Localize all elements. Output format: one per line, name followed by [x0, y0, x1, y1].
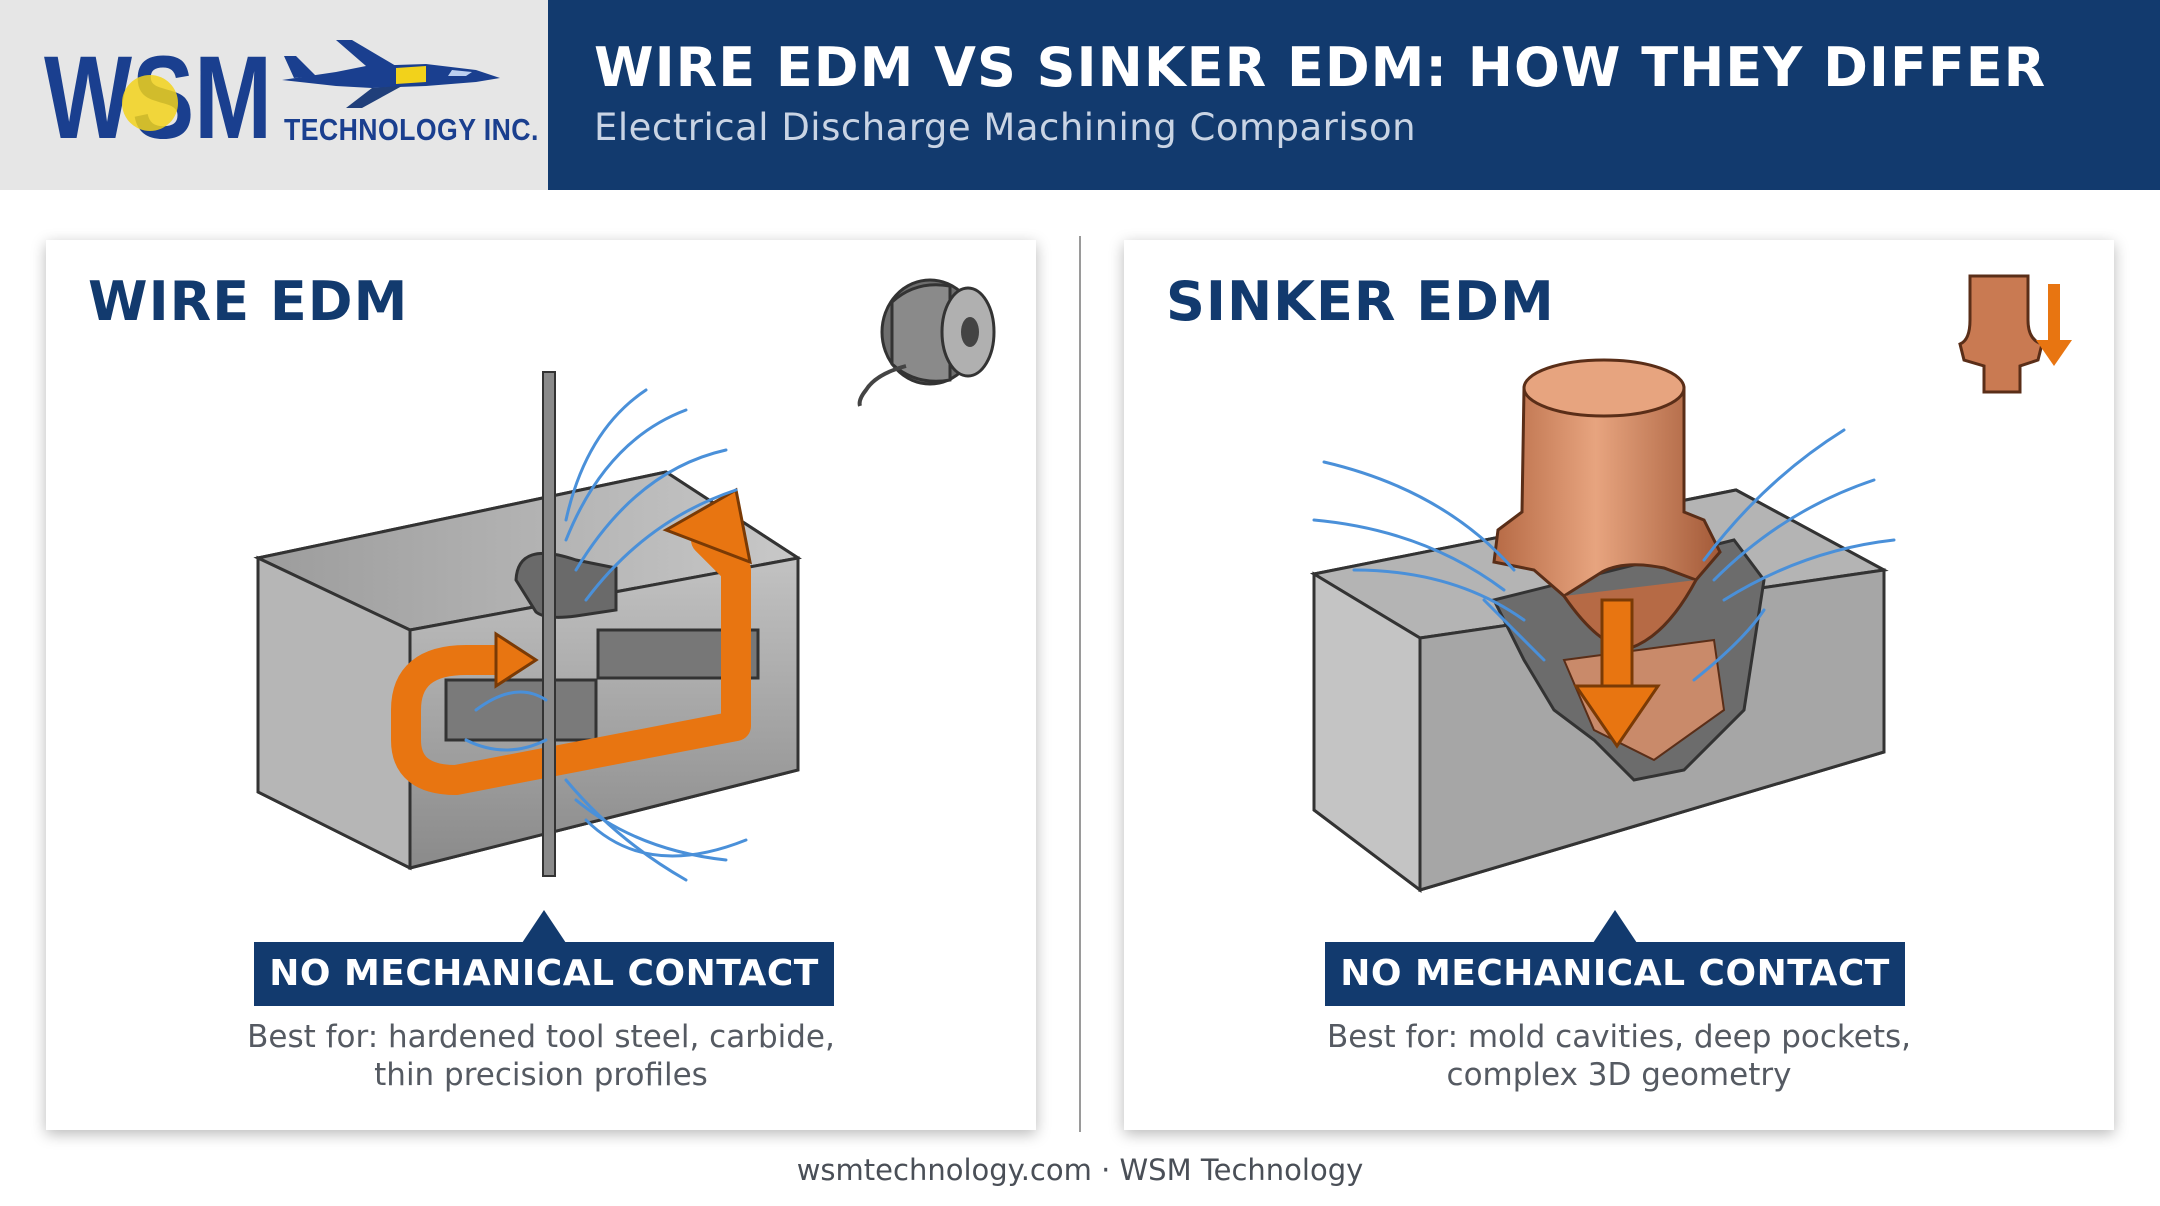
cut-path-arrowhead-top — [662, 487, 752, 565]
best-for-text: Best for: mold cavities, deep pockets, c… — [1124, 1018, 2114, 1094]
best-for-line-1: Best for: mold cavities, deep pockets, — [1326, 1019, 1911, 1055]
sinker-edm-illustration — [1309, 274, 2072, 894]
best-for-line-2: thin precision profiles — [374, 1057, 708, 1093]
wsm-logo-mark: WSM . — [44, 32, 272, 164]
sinker-edm-panel: SINKER EDM — [1124, 240, 2114, 1130]
wire-edm-illustration — [253, 278, 996, 882]
electrode-down-arrow-icon — [1958, 274, 2072, 394]
panel-title: WIRE EDM — [88, 270, 409, 333]
best-for-line-2: complex 3D geometry — [1446, 1057, 1792, 1093]
best-for-line-1: Best for: hardened tool steel, carbide, — [247, 1019, 835, 1055]
dielectric-fluid-spray — [1312, 428, 1896, 682]
copper-electrode — [1492, 358, 1722, 652]
jet-icon — [282, 40, 500, 108]
no-contact-badge: NO MECHANICAL CONTACT — [1325, 942, 1905, 1006]
plunge-arrowhead — [1573, 684, 1661, 749]
steel-workpiece — [253, 470, 802, 871]
page-title: WIRE EDM VS SINKER EDM: HOW THEY DIFFER — [594, 36, 2047, 99]
panel-divider — [1079, 236, 1081, 1132]
best-for-text: Best for: hardened tool steel, carbide, … — [46, 1018, 1036, 1094]
wire-spool-icon — [857, 278, 996, 407]
badge-pointer — [1593, 910, 1637, 943]
badge-pointer — [522, 910, 566, 943]
wire-electrode — [542, 371, 556, 877]
logo: WSM . TECHNOLOGY INC. — [0, 0, 548, 190]
title-bar: WIRE EDM VS SINKER EDM: HOW THEY DIFFER … — [548, 0, 2160, 190]
footer: wsmtechnology.com · WSM Technology — [796, 1153, 1364, 1187]
logo-subtitle: TECHNOLOGY INC. — [284, 112, 539, 147]
panel-title: SINKER EDM — [1166, 270, 1555, 333]
plunge-arrow — [1600, 598, 1634, 692]
page-subtitle: Electrical Discharge Machining Compariso… — [594, 106, 1417, 149]
dielectric-fluid-spray — [464, 388, 748, 882]
header: WSM . TECHNOLOGY INC. WIRE EDM VS SINKER… — [0, 0, 2160, 190]
wire-edm-panel: WIRE EDM — [46, 240, 1036, 1130]
no-contact-badge: NO MECHANICAL CONTACT — [254, 942, 834, 1006]
cut-path-arrow — [391, 525, 751, 795]
cut-path-arrowhead-left — [494, 631, 539, 689]
